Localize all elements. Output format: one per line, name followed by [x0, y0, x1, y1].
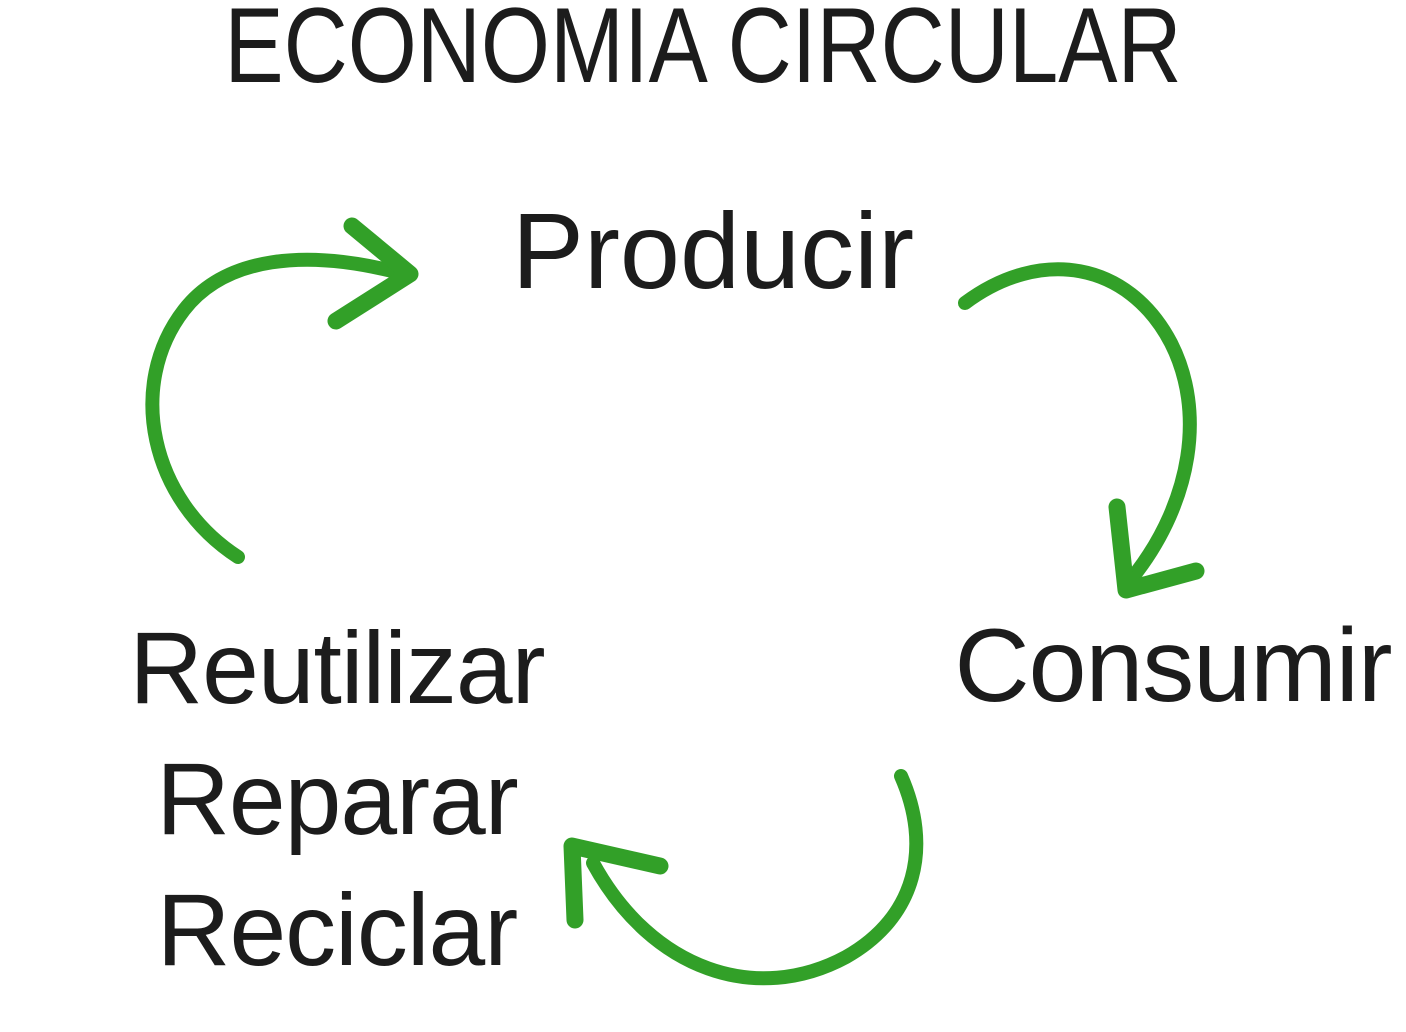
- arrow-shaft: [145, 252, 399, 564]
- node-reutilizar-reparar-reciclar: Reutilizar Reparar Reciclar: [129, 603, 545, 996]
- arrowhead-right-icon: [327, 217, 419, 330]
- arrow-shaft: [586, 769, 924, 986]
- node-producir: Producir: [511, 190, 915, 311]
- arrowhead-up-left-icon: [563, 837, 669, 929]
- arrowhead-down-icon: [1108, 498, 1205, 599]
- node-line-reciclar: Reciclar: [156, 873, 518, 987]
- arrow-produce-to-consume: [958, 262, 1205, 599]
- arrow-reuse-to-produce: [145, 217, 419, 564]
- diagram-title: ECONOMIA CIRCULAR: [224, 0, 1182, 105]
- node-consumir: Consumir: [954, 608, 1393, 724]
- node-line-reparar: Reparar: [156, 742, 519, 856]
- node-line-reutilizar: Reutilizar: [129, 611, 545, 725]
- arrow-shaft: [958, 262, 1197, 580]
- arrow-consume-to-reuse: [563, 769, 924, 986]
